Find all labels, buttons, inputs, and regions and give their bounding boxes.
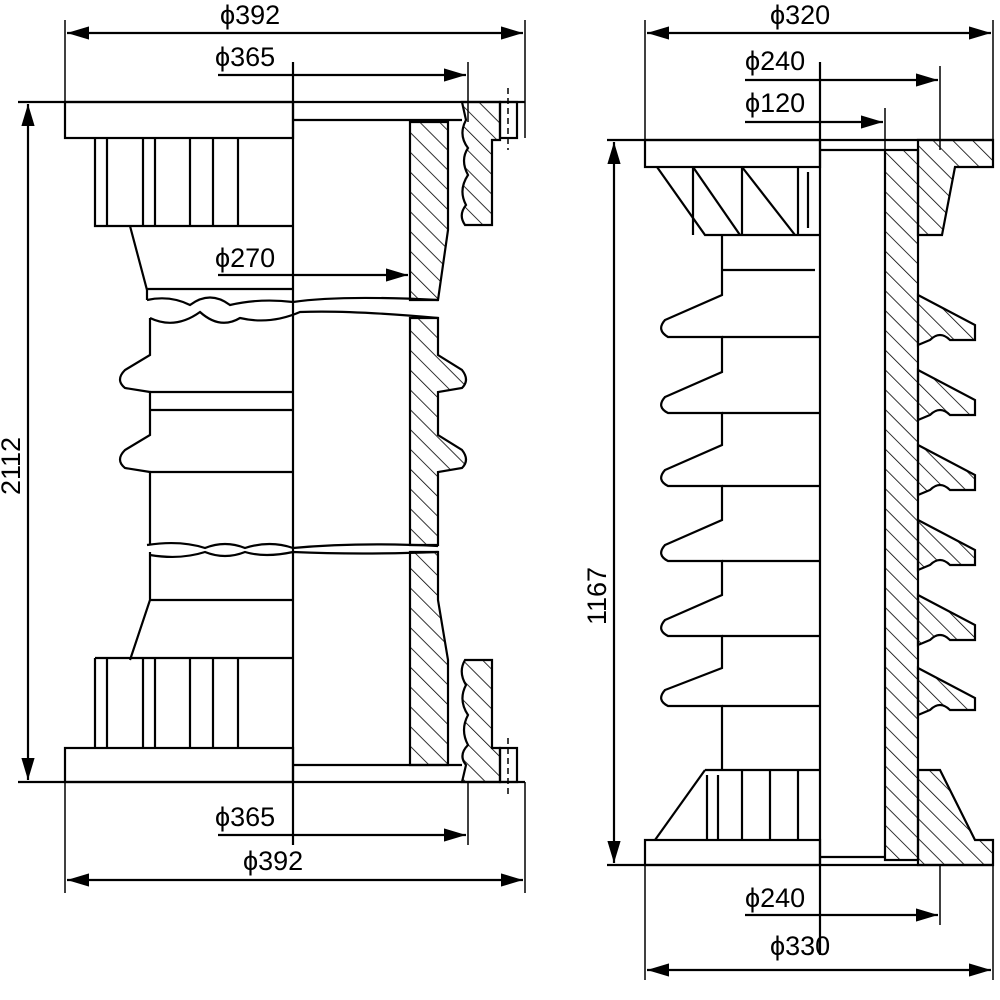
dimension-bottom-outer: ϕ330 [644, 865, 994, 980]
top-flange [63, 88, 519, 227]
middle-sheds [118, 316, 468, 547]
dimension-bottom-outer: ϕ392 [64, 782, 526, 893]
core-with-sheds [660, 235, 820, 770]
dim-label: ϕ365 [215, 802, 275, 832]
dim-label: ϕ392 [243, 846, 303, 876]
dim-label: ϕ120 [745, 88, 805, 118]
dimension-top-outer: ϕ320 [644, 0, 994, 140]
wall-section-upper [408, 120, 450, 302]
dim-label: 1167 [582, 567, 612, 625]
dimension-top-mid: ϕ240 [745, 46, 941, 150]
dim-label: ϕ330 [770, 931, 830, 961]
dimension-bottom-inner: ϕ365 [215, 782, 469, 845]
dimension-height: 1167 [582, 142, 621, 863]
break-lines [146, 296, 439, 559]
dimension-top-bore: ϕ120 [745, 88, 886, 150]
wall-section [883, 148, 977, 862]
dim-label: ϕ240 [745, 883, 805, 913]
lower-body [93, 550, 450, 767]
dim-label: ϕ270 [215, 243, 275, 273]
dimension-top-outer: ϕ392 [64, 0, 526, 138]
right-insulator-drawing: ϕ320 ϕ240 ϕ120 [582, 0, 995, 980]
dim-label: 2112 [0, 437, 26, 495]
dim-label: ϕ320 [770, 0, 830, 30]
dimension-height: 2112 [0, 104, 35, 780]
top-shed-block [93, 138, 293, 300]
bottom-flange [63, 658, 519, 795]
dimension-top-inner: ϕ365 [215, 42, 469, 122]
dim-label: ϕ240 [745, 46, 805, 76]
left-insulator-drawing: ϕ392 ϕ365 ϕ27 [0, 0, 526, 893]
dimension-bore: ϕ270 [215, 243, 408, 282]
dim-label: ϕ392 [220, 0, 280, 30]
dim-label: ϕ365 [215, 42, 275, 72]
dimension-bottom-mid: ϕ240 [745, 865, 941, 925]
